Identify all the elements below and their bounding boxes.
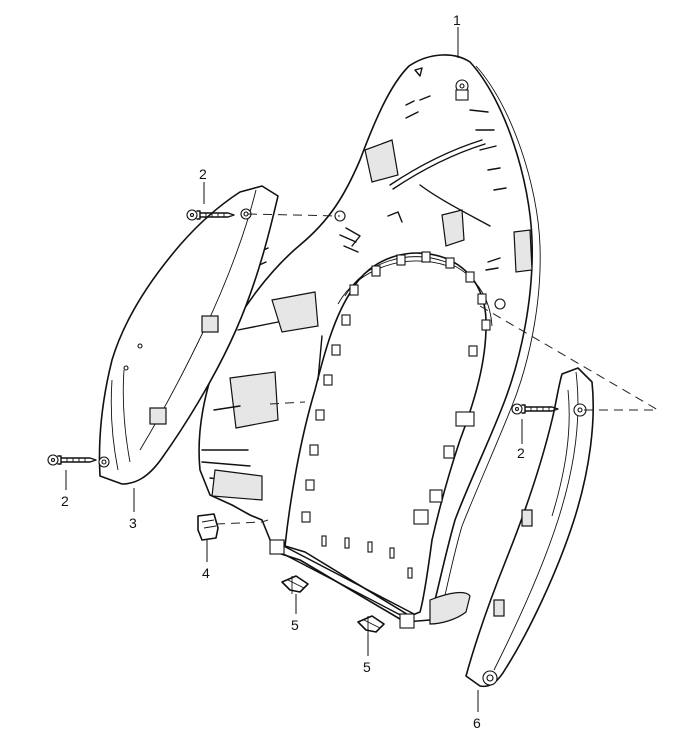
leader-lines <box>65 27 523 712</box>
shell-upper-details <box>317 67 533 381</box>
rim-clips <box>301 251 491 525</box>
callout-4: 4 <box>202 565 210 581</box>
callout-1: 1 <box>453 12 461 28</box>
callout-5-right: 5 <box>363 659 371 675</box>
callout-6: 6 <box>473 715 481 731</box>
callout-5-left: 5 <box>291 617 299 633</box>
callout-numbers: 1 2 2 2 3 4 5 5 6 <box>61 12 525 731</box>
part-5-fastener-right <box>357 615 385 634</box>
assembly-lines <box>215 213 659 525</box>
part-5-fastener-left <box>281 575 309 594</box>
part-2-screw-upper-left <box>186 209 235 221</box>
callout-2-lower-left: 2 <box>61 493 69 509</box>
callout-2-right: 2 <box>517 445 525 461</box>
part-3-left-side-trim <box>98 185 279 485</box>
bottom-slots <box>321 535 413 579</box>
part-1-backrest-shell <box>198 54 541 629</box>
part-6-right-side-trim <box>465 367 594 688</box>
callout-2-upper-left: 2 <box>199 166 207 182</box>
part-4-clip <box>197 513 219 541</box>
callout-3: 3 <box>129 515 137 531</box>
part-2-screw-lower-left <box>47 454 97 466</box>
part-2-screw-right <box>511 403 559 415</box>
